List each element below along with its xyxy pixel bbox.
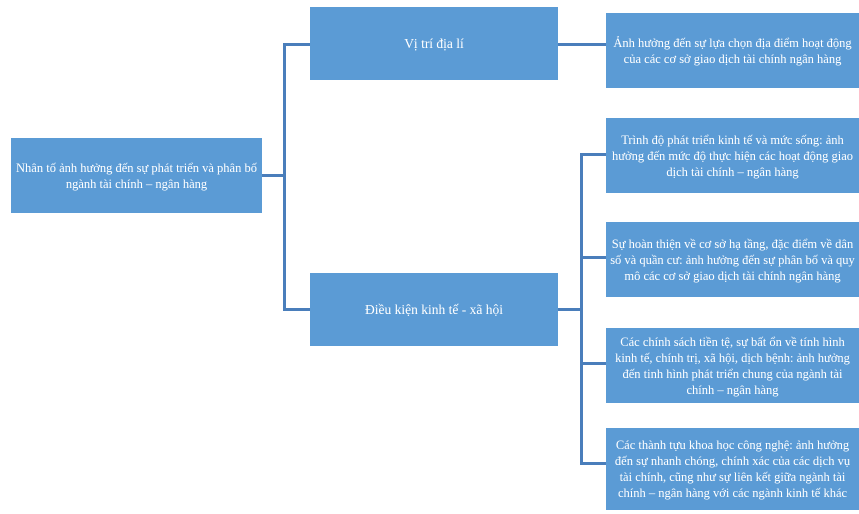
connector-branch-1-to-child-1 xyxy=(558,43,606,46)
connector-branch-2-to-child-4 xyxy=(580,462,606,465)
node-branch-1[interactable]: Vị trí địa lí xyxy=(310,7,558,80)
node-branch-1-label: Vị trí địa lí xyxy=(404,35,464,51)
node-branch-2-child-4[interactable]: Các thành tựu khoa học công nghệ: ảnh hư… xyxy=(606,428,859,510)
connector-branch-2-stem xyxy=(558,308,583,311)
connector-branch-2-trunk xyxy=(580,153,583,465)
connector-branch-2-to-child-2 xyxy=(580,256,606,259)
connector-root-to-branch-2 xyxy=(283,308,310,311)
connector-branch-2-to-child-1 xyxy=(580,153,606,156)
node-branch-2-child-2-label: Sự hoàn thiện về cơ sở hạ tầng, đặc điểm… xyxy=(610,236,855,283)
node-branch-2-child-4-label: Các thành tựu khoa học công nghệ: ảnh hư… xyxy=(614,438,851,500)
node-root[interactable]: Nhân tố ảnh hưởng đến sự phát triển và p… xyxy=(11,138,262,213)
node-root-label: Nhân tố ảnh hưởng đến sự phát triển và p… xyxy=(16,160,257,191)
node-branch-2-label: Điều kiện kinh tế - xã hội xyxy=(365,301,503,317)
node-branch-2-child-1[interactable]: Trình độ phát triển kinh tế và mức sống:… xyxy=(606,118,859,193)
node-branch-2-child-3[interactable]: Các chính sách tiền tệ, sự bất ổn về tín… xyxy=(606,328,859,403)
node-branch-2-child-3-label: Các chính sách tiền tệ, sự bất ổn về tín… xyxy=(615,334,850,397)
connector-branch-2-to-child-3 xyxy=(580,362,606,365)
connector-root-trunk xyxy=(283,43,286,311)
connector-root-to-branch-1 xyxy=(283,43,310,46)
node-branch-2[interactable]: Điều kiện kinh tế - xã hội xyxy=(310,273,558,346)
node-branch-1-child-1-label: Ảnh hưởng đến sự lựa chọn địa điểm hoạt … xyxy=(613,35,852,66)
node-branch-1-child-1[interactable]: Ảnh hưởng đến sự lựa chọn địa điểm hoạt … xyxy=(606,13,859,88)
connector-root-stem xyxy=(262,174,286,177)
node-branch-2-child-1-label: Trình độ phát triển kinh tế và mức sống:… xyxy=(611,132,854,179)
node-branch-2-child-2[interactable]: Sự hoàn thiện về cơ sở hạ tầng, đặc điểm… xyxy=(606,222,859,297)
